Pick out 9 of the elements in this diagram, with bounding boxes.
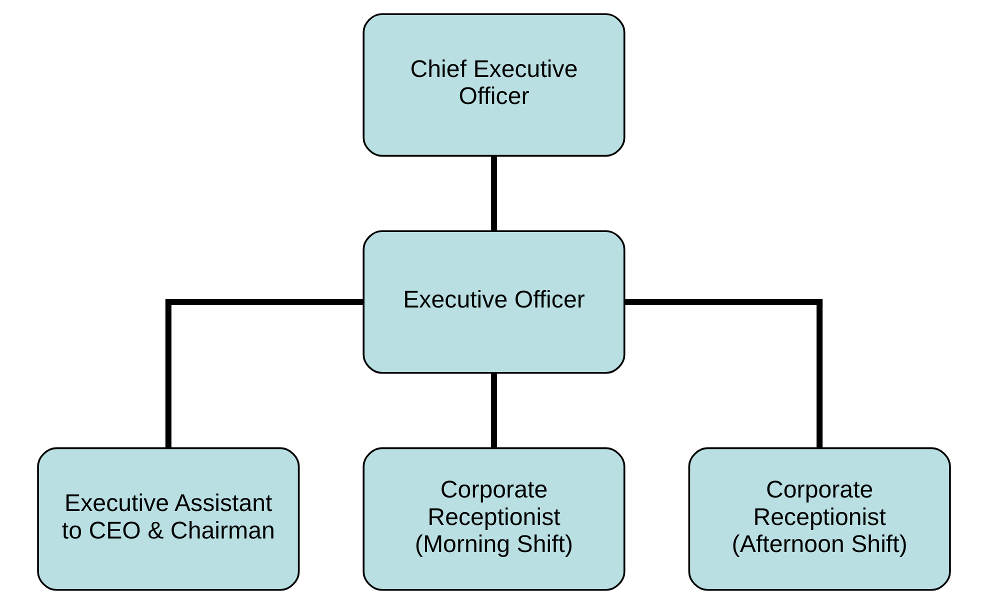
node-box: Executive Assistant to CEO & Chairman: [36, 447, 300, 591]
node-box: Chief Executive Officer: [362, 13, 625, 157]
connector: [490, 373, 497, 448]
connector: [490, 156, 497, 231]
connector: [164, 298, 363, 448]
node-box: Corporate Receptionist (Afternoon Shift): [688, 447, 950, 591]
node-box: Corporate Receptionist (Morning Shift): [362, 447, 625, 591]
connector: [624, 298, 822, 448]
node-box: Executive Officer: [362, 230, 625, 374]
